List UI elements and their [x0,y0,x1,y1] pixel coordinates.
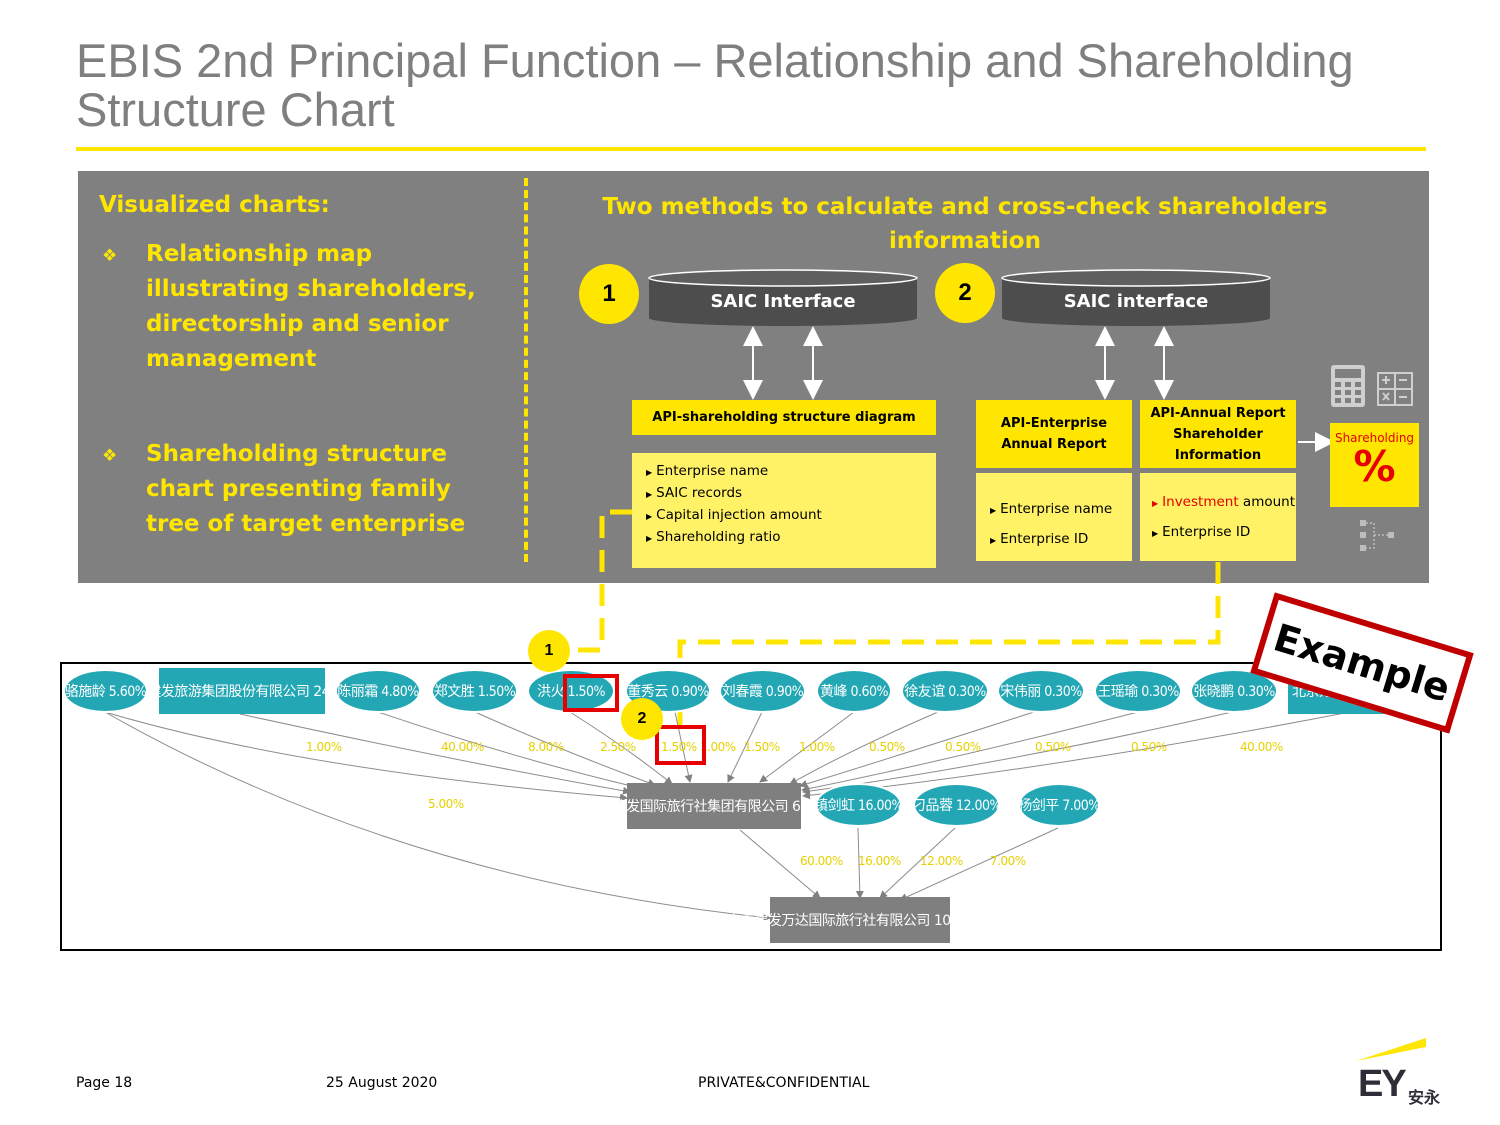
edge-label: 1.00% [799,740,835,754]
bullet-shareholding-chart: Shareholding structure chart presenting … [146,441,466,537]
edge-label: 2.50% [600,740,636,754]
edge-label: 7.00% [990,854,1026,868]
method-2-badge: 2 [935,263,995,323]
diamond-bullet-icon: ❖ [102,446,118,465]
ey-logo: EY [1358,1063,1407,1105]
api-annual-report-shareholder-box: API-Annual Report Shareholder Informatio… [1140,400,1296,468]
ey-logo-cn: 安永 [1408,1088,1441,1107]
edge-label: 12.00% [920,854,963,868]
shareholding-label: Shareholding [1334,431,1415,445]
edge-label: 0.50% [1131,740,1167,754]
marker-2-badge: 2 [621,698,663,740]
shareholder-node: 厦门建发旅游集团股份有限公司 24.00% [159,668,325,714]
saic-interface-label-1: SAIC Interface [710,291,856,312]
highlight-box-1 [563,674,619,712]
list-item: ▶Enterprise name [990,501,1113,517]
shareholder-node: 刘春霞 0.90% [719,669,806,713]
list-item: ▶Shareholding ratio [646,529,781,545]
parent-company-node: 厦门建发国际旅行社集团有限公司 60.00% [586,783,843,829]
edge-label: 1.50% [661,740,697,754]
shareholder-node: 王瑶瑜 0.30% [1094,669,1182,713]
method-2-annual-report-fields: ▶Enterprise name ▶Enterprise ID [976,473,1132,561]
list-item: ▶Enterprise name [646,463,769,479]
panel-divider [524,178,528,562]
shareholder-node: 郑文胜 1.50% [431,669,518,713]
method-1-fields-list: ▶Enterprise name ▶SAIC records ▶Capital … [632,453,936,568]
title-underline [76,147,1426,151]
marker-1-badge: 1 [528,630,570,672]
edge-label: 16.00% [858,854,901,868]
api-shareholding-structure-box: API-shareholding structure diagram [632,400,936,435]
saic-interface-label-2: SAIC interface [1063,291,1209,312]
shareholder-node: 刁品蓉 12.00% [912,783,1002,827]
highlight-box-2 [655,725,706,765]
page-title: EBIS 2nd Principal Function – Relationsh… [76,34,1354,136]
methods-heading: Two methods to calculate and cross-check… [602,194,1328,254]
edge-label: 1.00% [306,740,342,754]
method-1-badge: 1 [579,264,639,324]
target-company-node: 上海建发万达国际旅行社有限公司 100.00% [727,897,993,943]
visualized-charts-heading: Visualized charts: [99,192,330,218]
edge-label: 5.00% [428,797,464,811]
math-operators-icon [1377,372,1413,406]
hierarchy-icon [1360,520,1394,551]
edge-label: 0.50% [1035,740,1071,754]
shareholder-node: 杨剑平 7.00% [1018,783,1100,827]
shareholder-node: 镇剑虹 16.00% [814,783,904,827]
bullet-relationship-map: Relationship map illustrating shareholde… [146,241,476,372]
example-chart-frame [60,662,1442,951]
list-item: ▶Capital injection amount [646,507,822,523]
calculator-icon [1331,365,1365,407]
shareholding-percent-box: Shareholding % [1330,423,1419,507]
list-item: ▶Investment amount [1152,494,1296,510]
edge-label: 40.00% [441,740,484,754]
shareholder-node: 黄峰 0.60% [816,669,892,713]
confidentiality-label: PRIVATE&CONFIDENTIAL [698,1075,870,1091]
footer-date: 25 August 2020 [326,1075,438,1091]
edge-label: 1.00% [700,740,736,754]
edge-label: 0.50% [869,740,905,754]
shareholder-node: 宋伟丽 0.30% [997,669,1085,713]
shareholder-node: 陈丽霜 4.80% [335,669,421,713]
list-item: ▶Enterprise ID [990,531,1089,547]
list-item: ▶Enterprise ID [1152,524,1251,540]
shareholder-node: 徐友谊 0.30% [901,669,989,713]
percent-symbol: % [1353,442,1396,491]
database-drum-icon [1001,269,1271,326]
api-enterprise-annual-report-box: API-Enterprise Annual Report [976,400,1132,468]
page-number: Page 18 [76,1075,133,1091]
edge-label: 0.50% [945,740,981,754]
edge-label: 1.50% [744,740,780,754]
edge-label: 60.00% [800,854,843,868]
edge-label: 40.00% [1240,740,1283,754]
method-2-shareholder-fields: ▶Investment amount ▶Enterprise ID [1140,473,1296,561]
ey-logo-beam-icon [1356,1038,1426,1061]
list-item: ▶SAIC records [646,485,743,501]
edge-label: 8.00% [528,740,564,754]
database-drum-icon [648,269,918,326]
shareholder-node: 骆施龄 5.60% [63,669,148,713]
diamond-bullet-icon: ❖ [102,246,118,265]
